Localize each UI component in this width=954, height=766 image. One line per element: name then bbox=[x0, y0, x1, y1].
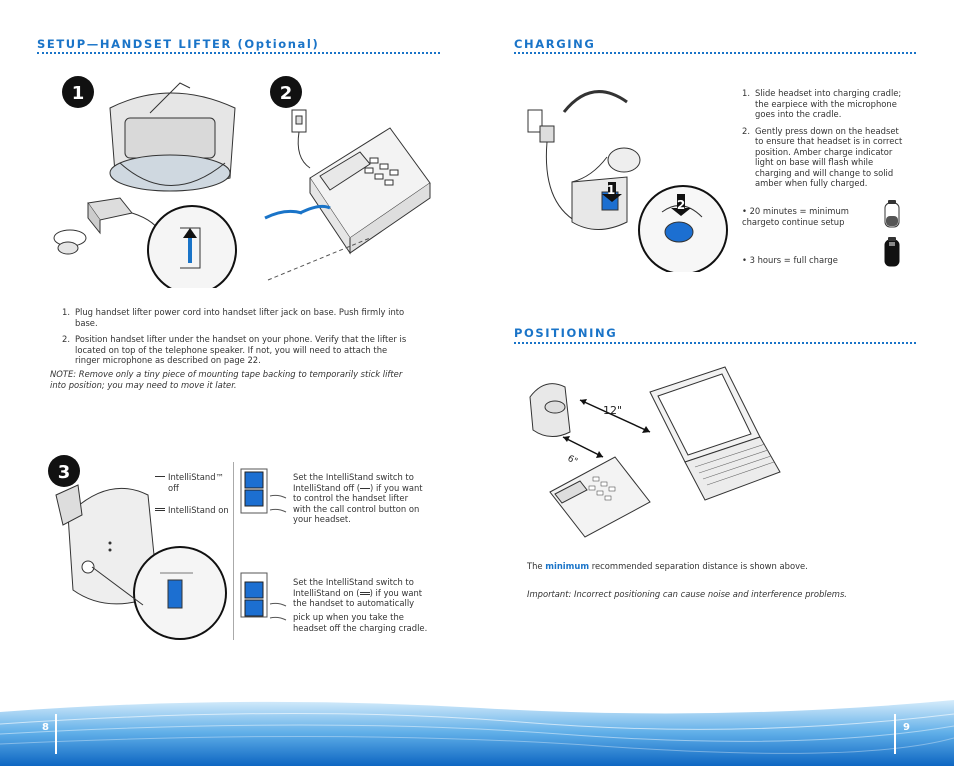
charging-step-2: 2.Gently press down on the headset to en… bbox=[742, 125, 903, 189]
switch-off-icon bbox=[240, 468, 287, 514]
svg-text:1: 1 bbox=[72, 83, 85, 104]
svg-text:2: 2 bbox=[677, 198, 685, 212]
step-badge-1 bbox=[62, 76, 94, 108]
switch-on-icon bbox=[240, 572, 287, 621]
distance-arrow-6 bbox=[562, 436, 604, 458]
wall-outlet bbox=[527, 109, 543, 133]
on-symbol bbox=[155, 508, 165, 511]
battery-partial-icon bbox=[884, 200, 900, 228]
distance-12-label: 12" bbox=[603, 404, 622, 417]
charging-rule bbox=[514, 52, 916, 54]
svg-text:3: 3 bbox=[58, 462, 71, 483]
mounting-tape-note: NOTE: Remove only a tiny piece of mounti… bbox=[50, 369, 403, 390]
base-unit-drawing bbox=[109, 82, 236, 192]
intellistand-off-label: IntelliStand™ off bbox=[168, 472, 224, 493]
step-badge-3 bbox=[48, 455, 80, 487]
charge-3-hours: • 3 hours = full charge bbox=[742, 255, 838, 265]
desk-phone-small bbox=[549, 456, 651, 538]
distance-6-label: 6" bbox=[566, 454, 579, 467]
charging-step-1: 1.Slide headset into charging cradle; th… bbox=[742, 88, 902, 119]
battery-full-icon bbox=[884, 237, 900, 267]
blue-cable bbox=[299, 204, 331, 215]
footer-wave bbox=[0, 700, 954, 766]
separation-text: The minimum recommended separation dista… bbox=[527, 561, 808, 571]
lifter-steps: 1.Plug handset lifter power cord into ha… bbox=[62, 307, 412, 372]
page-number-right: 9 bbox=[903, 722, 910, 733]
intellistand-on-label: IntelliStand on bbox=[168, 505, 229, 515]
handset-lifter-illustration: 1 2 bbox=[53, 76, 431, 288]
page-number-left: 8 bbox=[42, 722, 49, 733]
intellistand-on-instruction: Set the IntelliStand switch to IntelliSt… bbox=[293, 577, 423, 608]
lifter-drawing bbox=[87, 197, 133, 235]
step-badge-2 bbox=[270, 76, 302, 108]
positioning-illustration: 12" 6" bbox=[529, 366, 781, 538]
handset-lifter-heading: SETUP—HANDSET LIFTER (Optional) bbox=[37, 37, 320, 51]
charge-20-minutes: • 20 minutes = minimum chargeto continue… bbox=[742, 206, 849, 227]
intellistand-on-instruction-cont: pick up when you take the headset off th… bbox=[293, 612, 428, 633]
svg-text:2: 2 bbox=[280, 83, 293, 104]
intellistand-off-instruction: Set the IntelliStand switch to IntelliSt… bbox=[293, 472, 423, 524]
intellistand-illustration: 3 bbox=[48, 455, 227, 640]
important-note: Important: Incorrect positioning can cau… bbox=[527, 589, 847, 599]
svg-text:1: 1 bbox=[607, 183, 615, 197]
distance-arrow-12 bbox=[579, 399, 651, 433]
charging-base bbox=[571, 176, 628, 230]
divider bbox=[233, 462, 234, 640]
positioning-heading: POSITIONING bbox=[514, 326, 618, 340]
charging-heading: CHARGING bbox=[514, 37, 596, 51]
heading-rule bbox=[37, 52, 440, 54]
lifter-step-1: 1.Plug handset lifter power cord into ha… bbox=[62, 307, 405, 328]
charging-steps: 1.Slide headset into charging cradle; th… bbox=[742, 88, 907, 195]
positioning-rule bbox=[514, 342, 916, 344]
charging-illustration: 1 2 bbox=[527, 90, 728, 272]
desk-phone-drawing bbox=[309, 127, 431, 255]
lifter-step-2: 2.Position handset lifter under the hand… bbox=[62, 334, 407, 365]
off-symbol bbox=[155, 476, 165, 477]
headband bbox=[562, 90, 628, 113]
